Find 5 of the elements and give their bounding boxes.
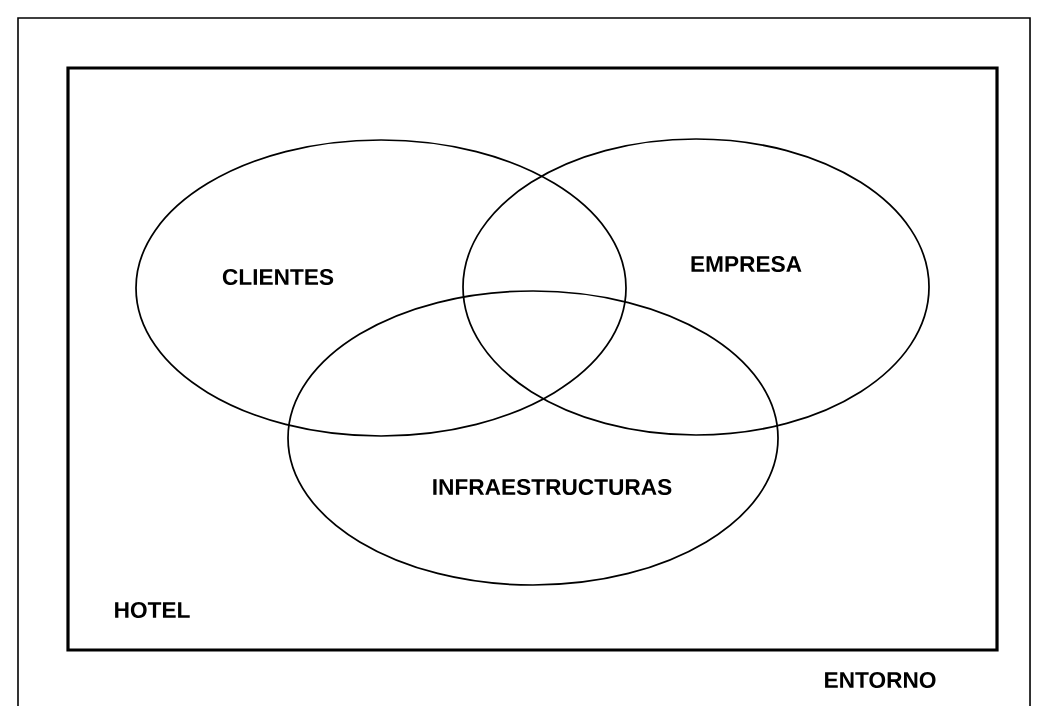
frame-label: ENTORNO xyxy=(825,672,936,689)
ellipse-label: EMPRESA xyxy=(691,255,802,273)
ellipse-label: CLIENTES xyxy=(222,268,334,286)
ellipse-label: INFRAESTRUCTURAS xyxy=(433,479,672,496)
box-label: HOTEL xyxy=(115,602,190,619)
